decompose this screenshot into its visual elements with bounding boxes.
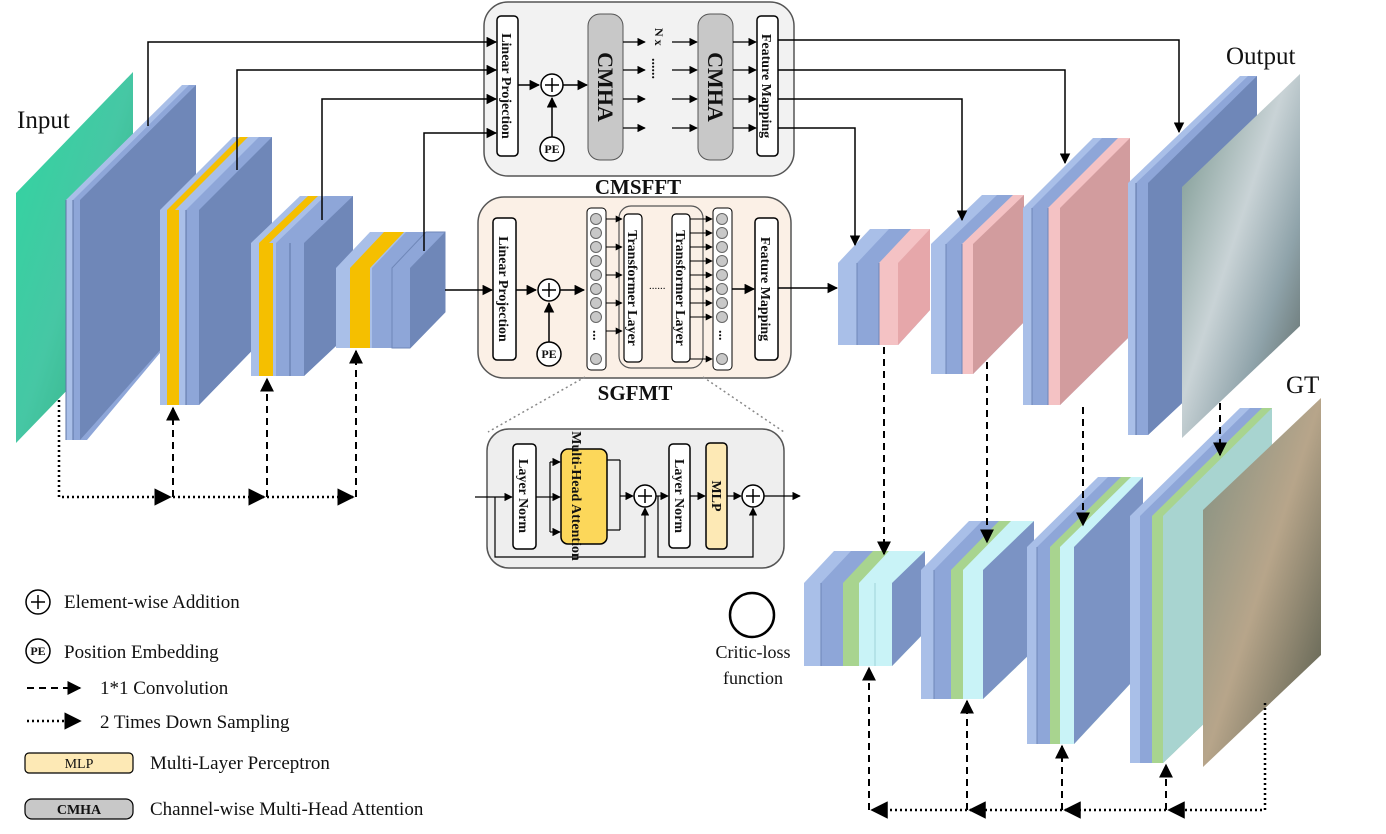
conv-1x1-connections	[166, 347, 1227, 810]
cmha-block-2	[697, 13, 734, 161]
critic-loss-label-line2: function	[723, 668, 783, 688]
cmsfft-block: Linear Projection PE CMHA CMHA N x .....…	[483, 1, 795, 199]
legend-item-downsampling: 2 Times Down Sampling	[27, 712, 290, 733]
legend-cmha-text: Channel-wise Multi-Head Attention	[150, 799, 424, 820]
critic-stage-3	[1027, 477, 1143, 744]
critic-stage-2	[921, 521, 1034, 699]
transformer-layer-2	[671, 213, 691, 363]
cmsfft-linear-projection-label: Linear Projection	[498, 33, 513, 139]
token-dots-right: ...	[715, 330, 730, 341]
cmha-block-1-label: CMHA	[593, 52, 618, 122]
cmsfft-feature-mapping	[756, 15, 779, 157]
decoder	[838, 74, 1300, 438]
legend-item-position-embedding: PE Position Embedding	[25, 638, 219, 664]
transformer-layer-detail: Layer Norm Multi-Head Attention Layer No…	[475, 428, 801, 569]
critic-stage-1	[804, 551, 925, 666]
input-label: Input	[17, 107, 70, 134]
detail-layer-norm-1-label: Layer Norm	[515, 459, 530, 533]
legend-item-cmha: CMHA Channel-wise Multi-Head Attention	[24, 798, 424, 820]
detail-layer-norm-2-label: Layer Norm	[671, 459, 686, 533]
downsampling-connections	[57, 400, 1267, 819]
encoder-stage-4	[336, 231, 446, 349]
critic-loss-label-line1: Critic-loss	[716, 642, 791, 662]
legend-pe-text: Position Embedding	[64, 642, 219, 663]
encoder-stage-3	[251, 196, 353, 376]
legend-mlp-symbol: MLP	[65, 757, 94, 772]
token-circles-left	[590, 213, 602, 365]
cmsfft-pe-label: PE	[544, 142, 559, 156]
cmsfft-title: CMSFFT	[595, 175, 681, 199]
gt-image	[1203, 398, 1321, 767]
transformer-layer-1	[623, 213, 643, 363]
token-arrows	[606, 215, 713, 363]
legend-pe-icon	[25, 638, 51, 664]
legend-mlp-text: Multi-Layer Perceptron	[150, 753, 330, 774]
cmsfft-linear-projection	[496, 15, 519, 157]
legend: Element-wise Addition PE Position Embedd…	[24, 589, 424, 820]
legend-item-mlp: MLP Multi-Layer Perceptron	[24, 752, 330, 774]
decoder-stage-1	[838, 229, 930, 345]
token-dots-left: ...	[589, 330, 604, 341]
transformer-layer-2-label: Transformer Layer	[672, 230, 687, 346]
gt-label: GT	[1286, 372, 1319, 399]
sgfmt-pe-label: PE	[541, 347, 556, 361]
legend-item-conv: 1*1 Convolution	[27, 678, 229, 699]
encoder-stage-1	[65, 85, 196, 440]
sgfmt-feature-mapping	[754, 217, 779, 361]
legend-cmha-box	[24, 798, 134, 820]
decoder-stage-3	[1023, 138, 1130, 405]
legend-mlp-box	[24, 752, 134, 774]
encoder	[16, 72, 446, 443]
cmha-dots: ......	[648, 58, 663, 79]
legend-downsampling-text: 2 Times Down Sampling	[100, 712, 290, 733]
output-label: Output	[1226, 43, 1296, 70]
cmha-block-1	[587, 13, 624, 161]
legend-addition-text: Element-wise Addition	[64, 592, 240, 613]
critic-loss-icon	[728, 591, 776, 639]
sgfmt-feature-mapping-label: Feature Mapping	[757, 237, 772, 341]
encoder-stage-2	[160, 137, 272, 405]
detail-multi-head-attention	[560, 448, 608, 545]
sgfmt-block: Linear Projection PE ... Transformer Lay…	[477, 196, 792, 405]
legend-cmha-symbol: CMHA	[57, 803, 102, 818]
transformer-dots: ......	[649, 280, 666, 292]
cmha-block-2-label: CMHA	[703, 52, 728, 122]
skip-connections	[147, 36, 1185, 296]
legend-pe-symbol: PE	[30, 644, 45, 658]
cmsfft-feature-mapping-label: Feature Mapping	[758, 34, 773, 138]
critic-branch	[728, 398, 1321, 767]
output-image	[1182, 74, 1300, 438]
detail-mha-label: Multi-Head Attention	[568, 431, 583, 561]
decoder-stage-2	[931, 195, 1024, 374]
legend-conv-text: 1*1 Convolution	[100, 678, 229, 699]
sgfmt-title: SGFMT	[598, 381, 673, 405]
detail-mlp-label: MLP	[708, 480, 723, 512]
token-circles-right	[716, 213, 728, 365]
sgfmt-linear-projection-label: Linear Projection	[495, 236, 510, 342]
cmha-stream-arrows	[623, 37, 757, 133]
legend-item-addition: Element-wise Addition	[25, 589, 240, 615]
cmha-repeat-label: N x	[652, 28, 666, 46]
transformer-layer-1-label: Transformer Layer	[624, 230, 639, 346]
